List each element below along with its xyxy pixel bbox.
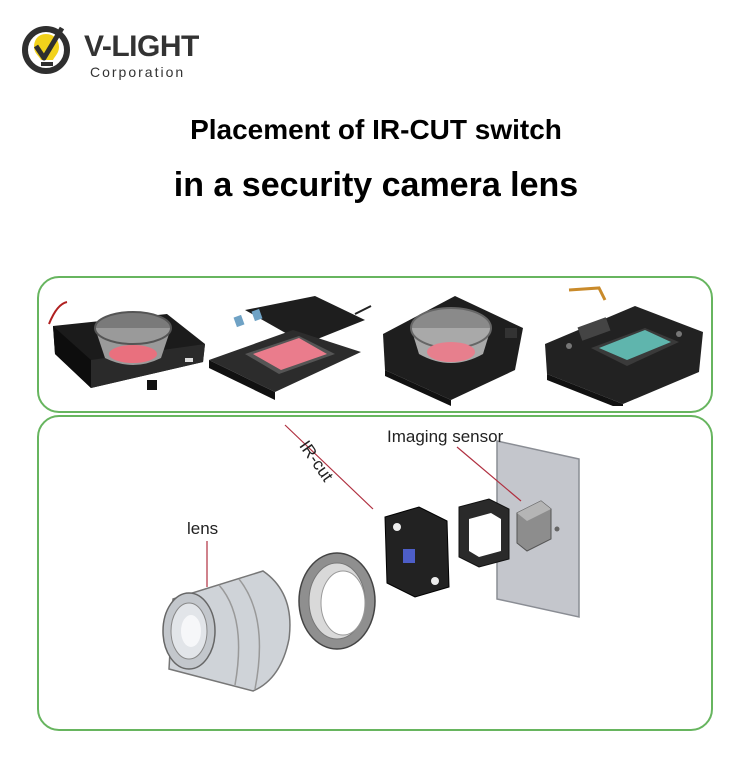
ir-cut-module-flat-slider-photo [209, 296, 372, 400]
exploded-diagram-panel: IR-cut Imaging sensor lens [37, 415, 713, 731]
ir-cut-module [384, 506, 450, 598]
ir-cut-module-lens-mount-photo [383, 296, 523, 406]
page-title-line-1: Placement of IR-CUT switch [190, 114, 562, 145]
brand-logo: V-LIGHT Corporation [20, 22, 220, 86]
lens-label: lens [187, 519, 219, 538]
ir-filter-glass [403, 549, 415, 563]
brand-subtitle: Corporation [90, 64, 186, 80]
ir-cut-module-round-lens-photo [48, 301, 205, 390]
ir-cut-module-bare-board-photo [545, 286, 703, 406]
bulb-logo-icon [22, 26, 70, 74]
page-title-line-2: in a security camera lens [173, 166, 579, 204]
ir-cut-leader-line [284, 424, 374, 510]
brand-name: V-LIGHT [84, 30, 199, 63]
product-photos-panel [37, 276, 713, 413]
imaging-sensor-leader-line [456, 446, 522, 502]
exploded-lens-diagram [162, 424, 580, 692]
imaging-sensor-label: Imaging sensor [387, 427, 504, 446]
